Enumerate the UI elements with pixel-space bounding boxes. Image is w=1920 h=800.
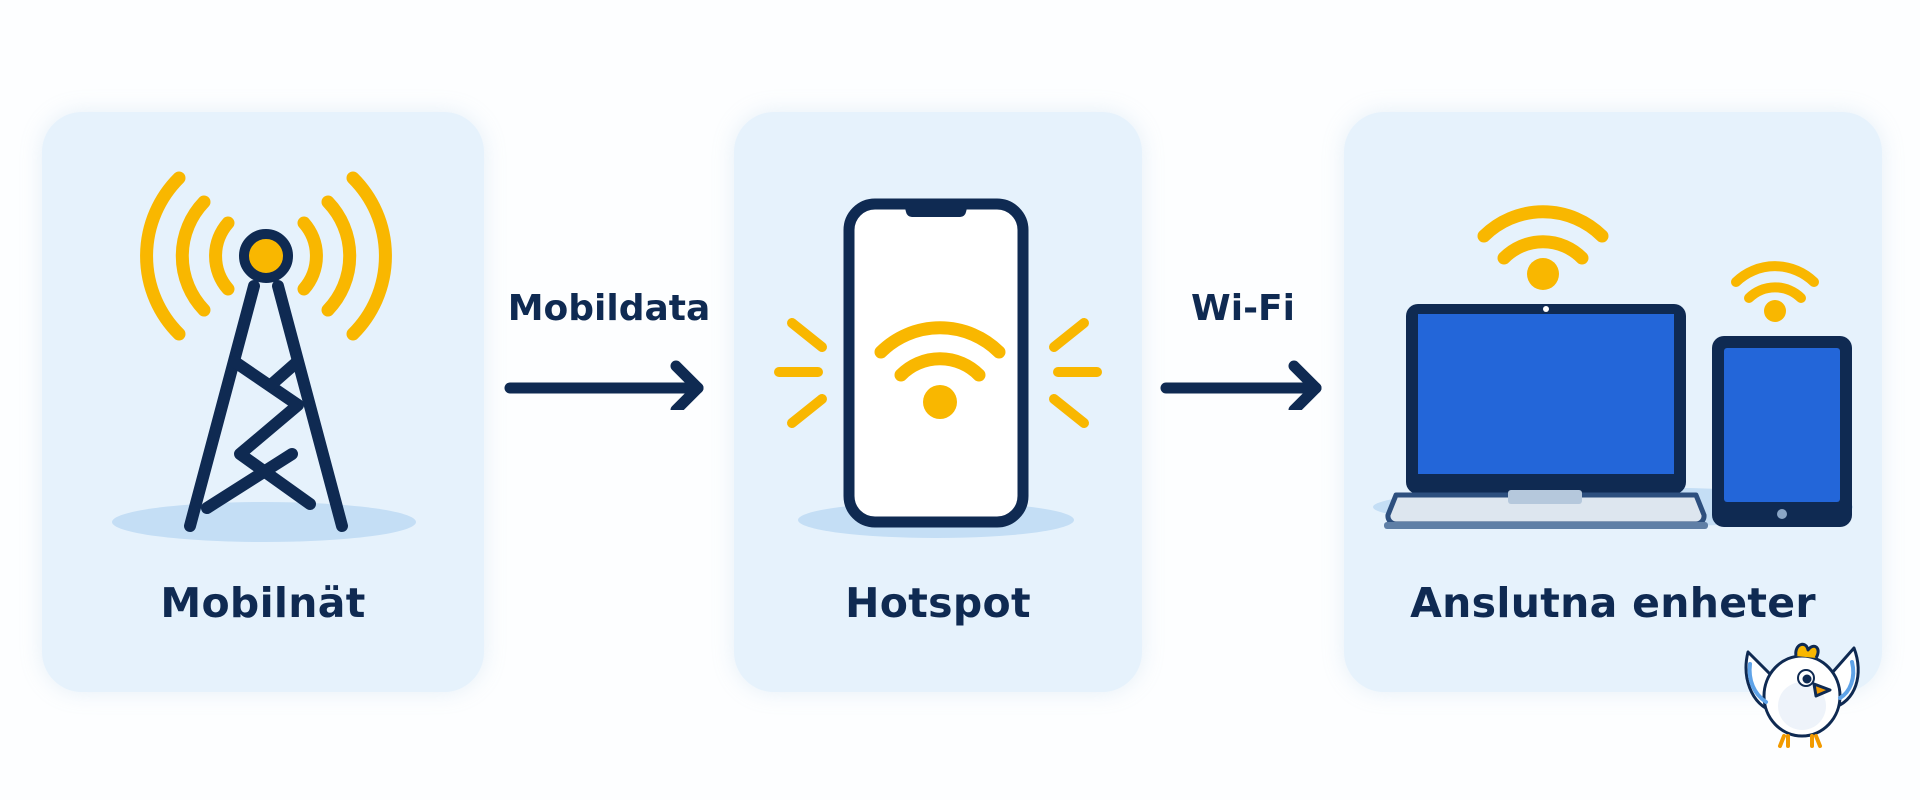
wifi-icon [1477,205,1609,265]
card-connected-devices: Anslutna enheter [1344,112,1882,692]
tablet-icon [1712,336,1852,527]
connector-label-mobile-data: Mobildata [507,288,711,329]
card-label-mobile-network: Mobilnät [160,579,366,627]
connected-devices-illustration [1373,205,1853,529]
card-hotspot: Hotspot [734,112,1142,692]
laptop-icon [1384,304,1708,529]
card-label-hotspot: Hotspot [845,579,1031,627]
connector-label-wifi: Wi-Fi [1191,288,1295,329]
arrow-right-icon [1160,360,1322,410]
cell-tower-icon [112,171,416,542]
arrow-right-icon [504,360,704,410]
card-label-connected-devices: Anslutna enheter [1410,579,1816,627]
bird-mascot-icon [1744,642,1860,748]
smartphone-hotspot-icon [774,198,1102,538]
card-mobile-network: Mobilnät [42,112,484,692]
